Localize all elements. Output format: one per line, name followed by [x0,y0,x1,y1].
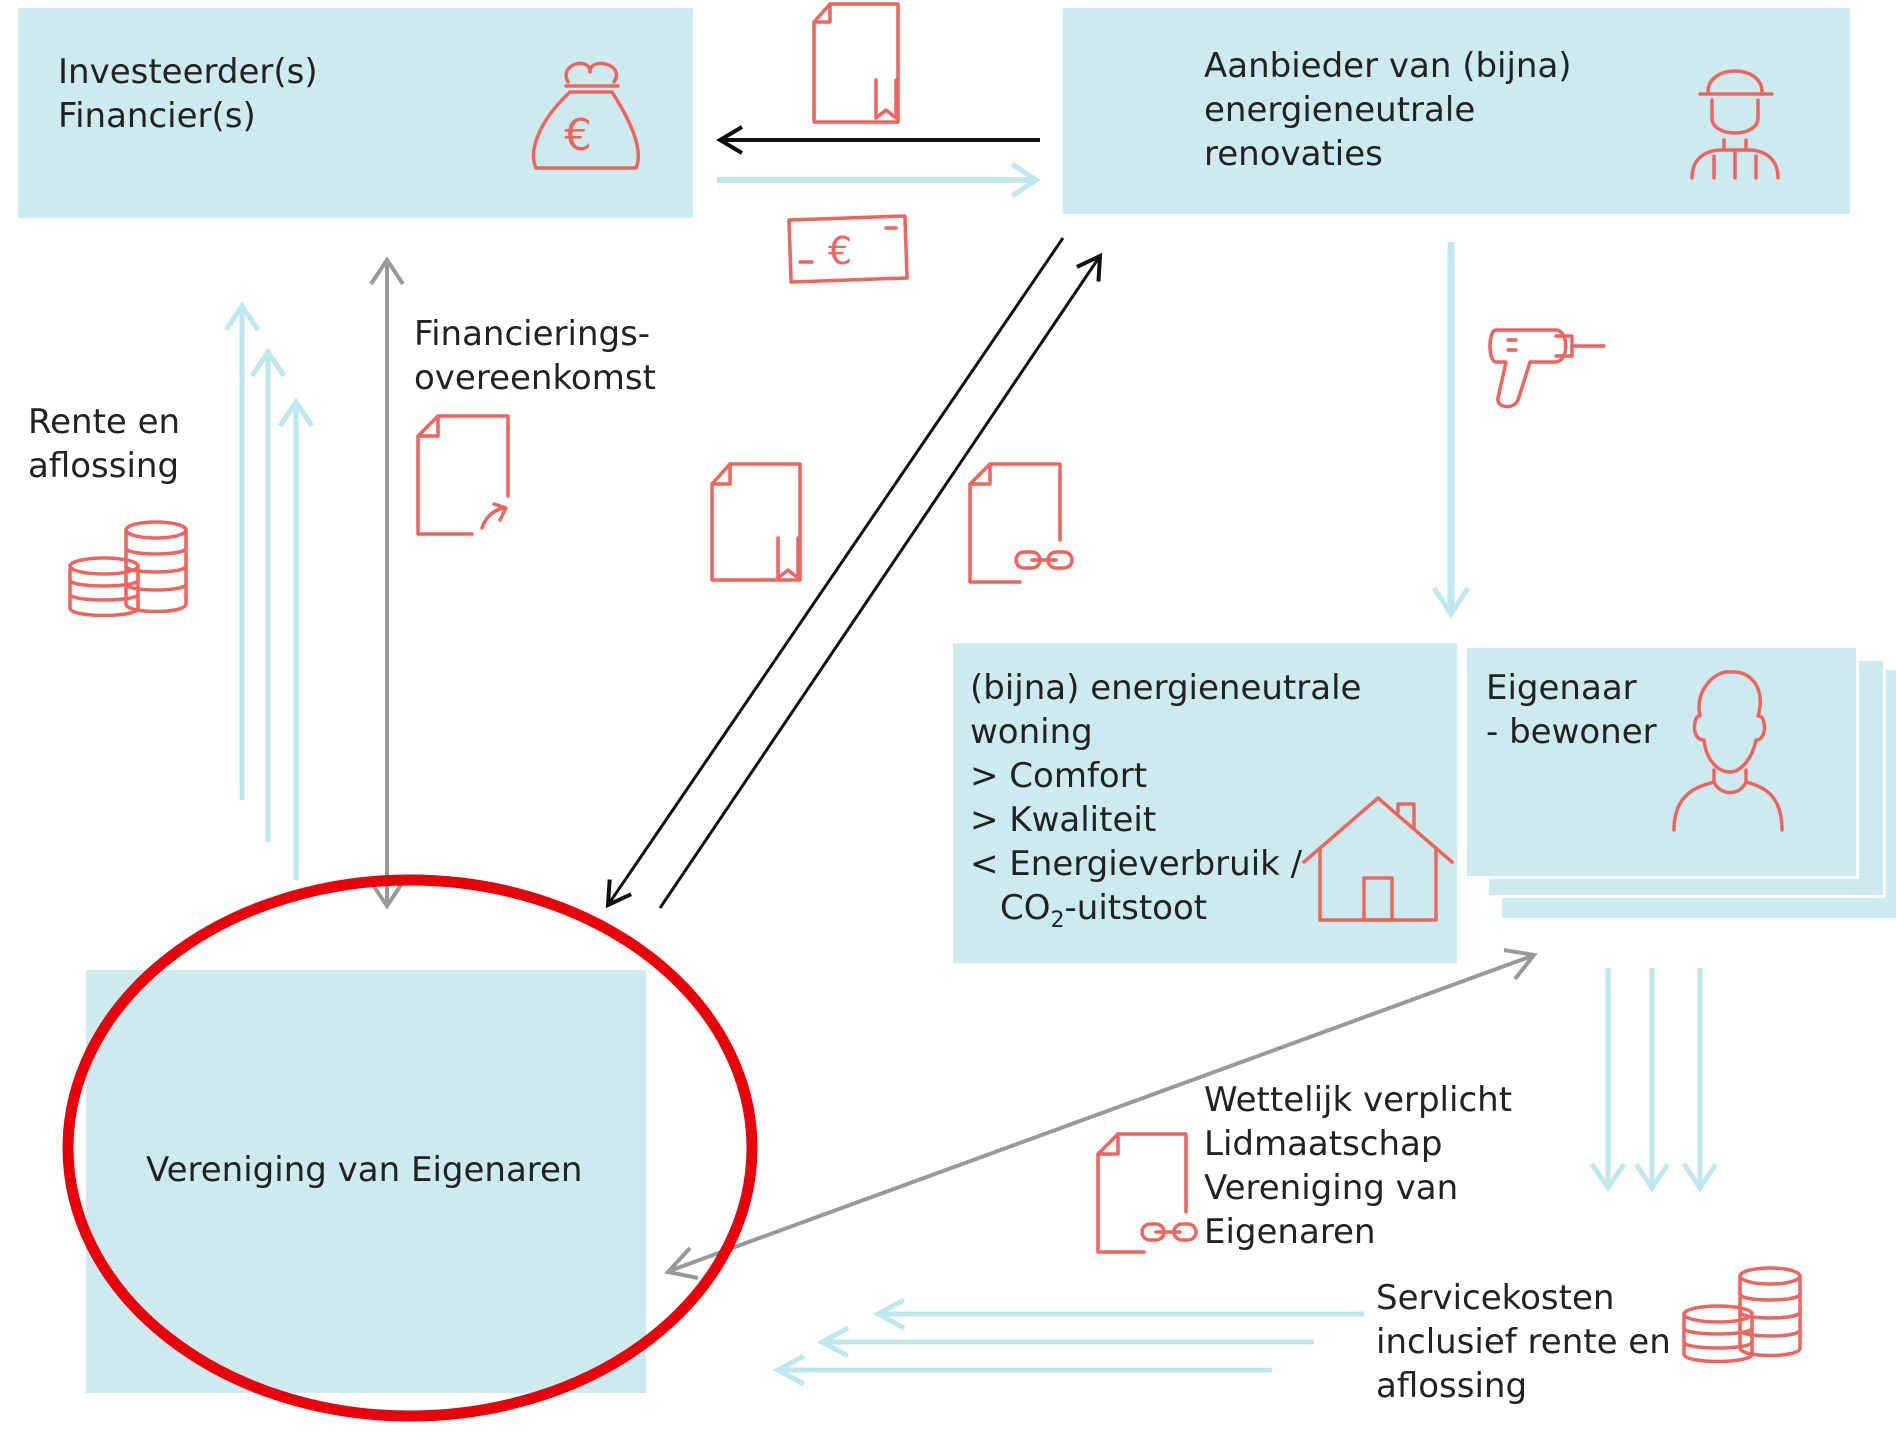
investors-box [18,8,693,218]
owner-line1: Eigenaar [1486,668,1637,708]
dwelling-line2: woning [970,712,1093,752]
linked-document-icon [968,462,1074,584]
dwelling-co2-sub: 2 [1050,907,1065,933]
provider-line1: Aanbieder van (bijna) [1204,46,1572,86]
dwelling-quality: > Kwaliteit [970,800,1157,840]
membership-line2: Lidmaatschap [1204,1124,1443,1164]
coin-stack-icon-2 [1682,1266,1802,1364]
highlight-ellipse [62,874,758,1422]
provider-line2: energieneutrale [1204,90,1476,130]
dwelling-energy-use: < Energieverbruik / [970,844,1303,884]
arrow-provider-to-association [605,237,1065,909]
owner-line2: - bewoner [1486,712,1657,752]
arrow-membership [671,954,1533,1272]
owner-box [1464,645,1859,879]
financing-agreement-line2: overeenkomst [414,358,656,398]
membership-line4: Eigenaren [1204,1212,1376,1252]
provider-label: Aanbieder van (bijna) energieneutrale re… [1204,44,1572,176]
arrow-membership-head-association [664,1246,699,1280]
svg-text:€: € [828,229,852,273]
dwelling-co2: CO2-uitstoot [970,886,1361,943]
interest-repayment-line2: aflossing [28,446,180,486]
membership-line3: Vereniging van [1204,1168,1459,1208]
membership-line1: Wettelijk verplicht [1204,1080,1513,1120]
investors-line1: Investeerder(s) [58,52,318,92]
financing-agreement-line1: Financierings- [414,314,651,354]
arrow-provider-to-dwelling-head [1431,586,1471,619]
arrow-association-to-provider [658,252,1103,909]
arrows-owner-payments [1589,968,1719,1193]
membership-label: Wettelijk verplicht Lidmaatschap Verenig… [1204,1078,1512,1254]
arrow-investors-to-provider-head [1010,161,1041,199]
investors-line2: Financier(s) [58,96,256,136]
membership-document-icon [1096,1132,1198,1254]
service-costs-line1: Servicekosten [1376,1278,1615,1318]
money-bag-icon: € [531,61,641,170]
svg-text:€: € [564,110,592,161]
provider-box [1063,8,1850,214]
arrow-membership-head-owner [1503,948,1538,981]
arrows-interest-repayment [223,301,315,880]
banknote-icon: € [787,214,909,284]
service-costs-line2: inclusief rente en [1376,1322,1671,1362]
arrow-financing-agreement-head-bottom [369,880,405,910]
worker-icon [1690,69,1780,180]
interest-repayment-line1: Rente en [28,402,181,442]
house-icon [1302,796,1454,922]
dwelling-label: (bijna) energieneutrale woning > Comfort… [970,666,1361,943]
dwelling-comfort: > Comfort [970,756,1148,796]
owner-label: Eigenaar - bewoner [1486,666,1657,754]
dwelling-co2-post: -uitstoot [1064,888,1208,928]
service-costs-label: Servicekosten inclusief rente en aflossi… [1376,1276,1671,1408]
arrow-financing-agreement-head-top [369,256,405,286]
provider-line3: renovaties [1204,134,1383,174]
agreement-document-icon [416,414,510,536]
drill-icon [1488,328,1606,409]
coin-stack-icon [68,520,188,618]
contract-document-icon [812,2,900,124]
dwelling-co2-pre: CO [1000,888,1051,928]
investors-label: Investeerder(s) Financier(s) [58,50,318,138]
service-costs-line3: aflossing [1376,1366,1528,1406]
association-label: Vereniging van Eigenaren [146,1150,583,1190]
dwelling-line1: (bijna) energieneutrale [970,668,1362,708]
association-box [86,970,646,1393]
contract-document-icon-2 [710,462,802,582]
arrows-service-costs [772,1297,1364,1387]
person-icon [1672,670,1784,832]
financing-agreement-label: Financierings- overeenkomst [414,312,656,400]
interest-repayment-label: Rente en aflossing [28,400,180,488]
